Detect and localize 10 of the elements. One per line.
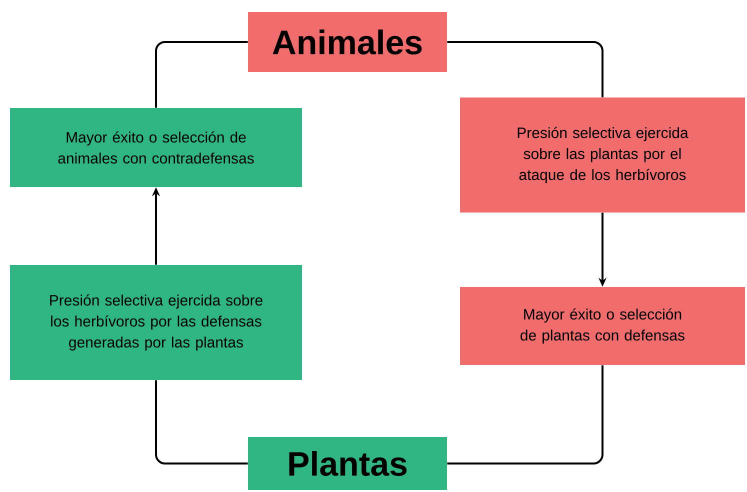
- process-box: Presión selectiva ejercida sobre los herbívoros por las defensas generadas por las plantas: [10, 265, 302, 380]
- connector: [447, 365, 604, 464]
- process-box: Presión selectiva ejercida sobre las plantas por el ataque de los herbívoros: [460, 98, 745, 212]
- title-box: Animales: [248, 12, 447, 72]
- process-box: Mayor éxito o selección de animales con contradefensas: [10, 108, 302, 187]
- connector: [155, 380, 248, 464]
- connector: [155, 41, 248, 108]
- connector: [447, 41, 604, 98]
- process-box: Mayor éxito o selección de plantas con defensas: [460, 287, 745, 365]
- title-box: Plantas: [248, 437, 447, 490]
